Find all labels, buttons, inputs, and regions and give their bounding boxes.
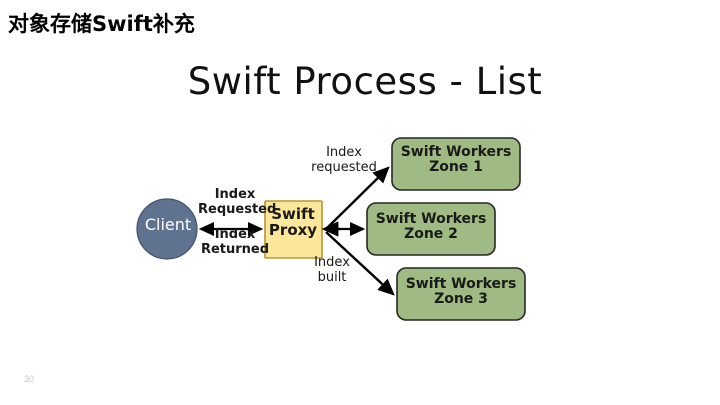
- page-title: 对象存储Swift补充: [8, 12, 195, 36]
- node-zone2: [366, 202, 496, 256]
- node-swift-proxy: [264, 200, 323, 259]
- slide-page-number: 30: [24, 374, 35, 384]
- edge-proxy-zone3: [325, 231, 395, 296]
- edge-proxy-zone1: [325, 166, 390, 230]
- node-client: [136, 198, 198, 260]
- node-zone3: [396, 267, 526, 321]
- node-zone1: [391, 137, 521, 191]
- figure-title: Swift Process - List: [187, 60, 543, 103]
